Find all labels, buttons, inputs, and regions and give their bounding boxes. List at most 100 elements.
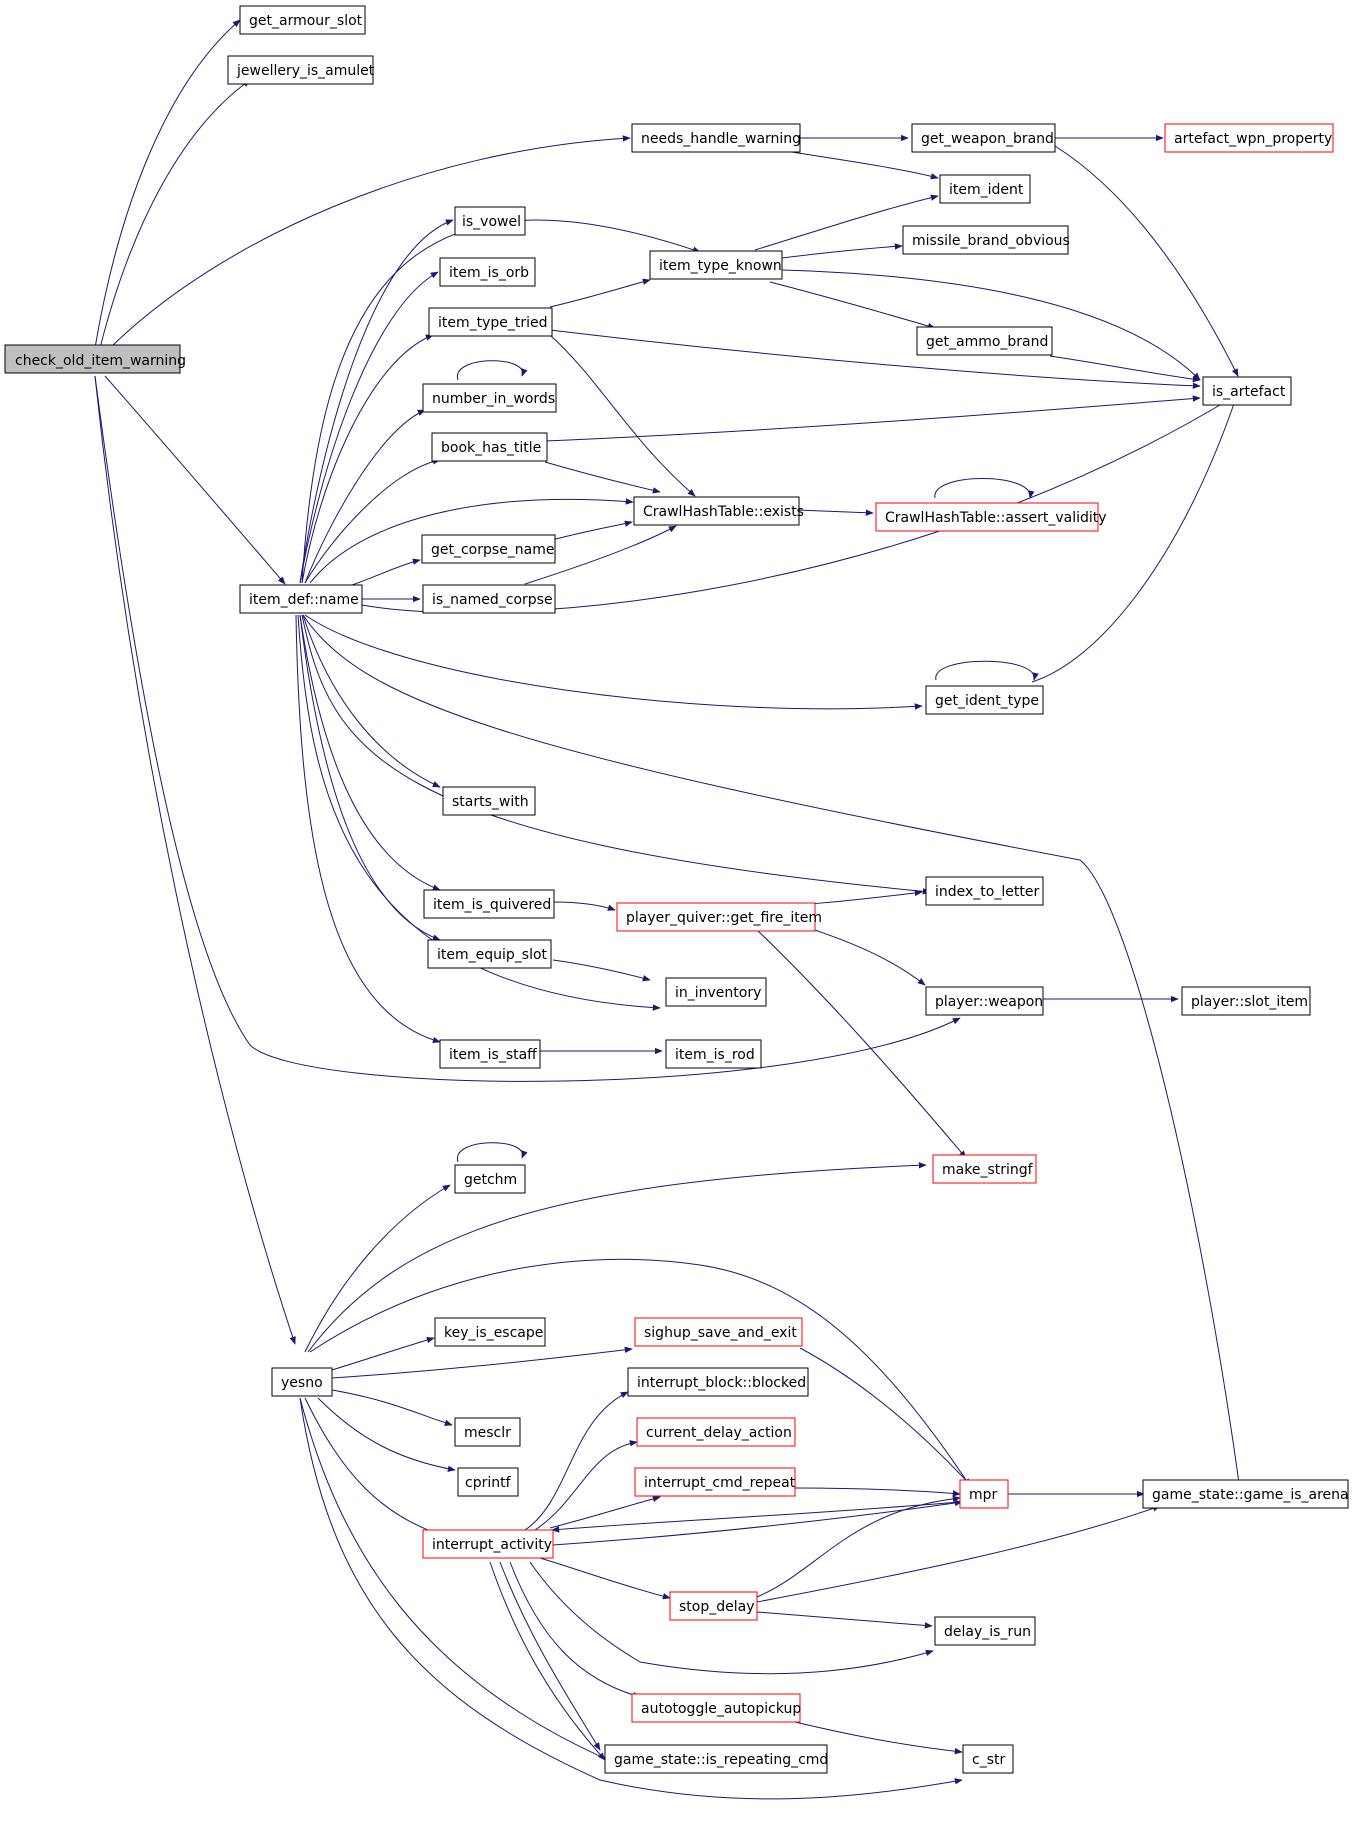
svg-text:player::weapon: player::weapon [935,994,1043,1010]
edge [301,334,434,584]
edge [1049,355,1201,383]
node-starts-with[interactable]: starts_with [442,786,536,816]
node-is-vowel[interactable]: is_vowel [454,206,526,236]
edge [552,901,616,911]
edge [331,1346,633,1379]
node-get-ammo-brand[interactable]: get_ammo_brand [916,326,1053,356]
edge [509,1561,641,1699]
node-game-state-game-is-arena[interactable]: game_state::game_is_arena [1142,1479,1349,1509]
edge [331,1389,453,1426]
node-autotoggle-autopickup[interactable]: autotoggle_autopickup [631,1693,801,1723]
node-sighup-save-and-exit[interactable]: sighup_save_and_exit [634,1317,803,1347]
node-item-equip-slot[interactable]: item_equip_slot [427,939,552,969]
svg-text:artefact_wpn_property: artefact_wpn_property [1174,131,1332,147]
node-item-is-rod[interactable]: item_is_rod [665,1039,762,1069]
svg-text:check_old_item_warning: check_old_item_warning [15,353,186,369]
node-item-def-name[interactable]: item_def::name [239,584,363,614]
svg-text:number_in_words: number_in_words [432,391,555,407]
node-crawlhashtable-assert-validity[interactable]: CrawlHashTable::assert_validity [875,502,1107,532]
node-missile-brand-obvious[interactable]: missile_brand_obvious [902,225,1070,255]
node-crawlhashtable-exists[interactable]: CrawlHashTable::exists [633,496,804,526]
node-player-slot-item[interactable]: player::slot_item [1181,986,1311,1016]
svg-text:item_is_orb: item_is_orb [449,265,529,281]
node-get-weapon-brand[interactable]: get_weapon_brand [911,123,1056,153]
node-artefact-wpn-property[interactable]: artefact_wpn_property [1164,123,1334,153]
svg-text:get_ammo_brand: get_ammo_brand [926,334,1048,350]
edge [781,269,1201,381]
node-is-named-corpse[interactable]: is_named_corpse [422,584,556,614]
node-get-ident-type[interactable]: get_ident_type [925,685,1044,715]
node-is-artefact[interactable]: is_artefact [1202,376,1292,406]
node-player-quiver-get-fire-item[interactable]: player_quiver::get_fire_item [616,902,822,932]
svg-text:player_quiver::get_fire_item: player_quiver::get_fire_item [626,910,822,926]
edge [549,334,696,497]
node-stop-delay[interactable]: stop_delay [669,1591,758,1621]
edges [94,19,1243,1800]
edge [799,1347,976,1491]
svg-text:CrawlHashTable::assert_validit: CrawlHashTable::assert_validity [885,510,1107,526]
node-key-is-escape[interactable]: key_is_escape [434,1317,546,1347]
edge [524,525,677,585]
svg-text:stop_delay: stop_delay [679,1599,755,1615]
edge [489,1561,606,1761]
svg-text:starts_with: starts_with [452,794,529,810]
edge [1031,397,1237,683]
node-book-has-title[interactable]: book_has_title [431,432,548,462]
node-needs-handle-warning[interactable]: needs_handle_warning [631,123,801,153]
svg-text:current_delay_action: current_delay_action [646,1425,792,1441]
edge [534,1440,638,1531]
node-mesclr[interactable]: mesclr [454,1417,521,1447]
node-interrupt-block-blocked[interactable]: interrupt_block::blocked [627,1367,809,1397]
node-number-in-words[interactable]: number_in_words [422,383,557,413]
node-interrupt-cmd-repeat[interactable]: interrupt_cmd_repeat [634,1467,796,1497]
edge [779,149,939,180]
node-item-is-staff[interactable]: item_is_staff [439,1039,541,1069]
node-item-is-orb[interactable]: item_is_orb [439,257,536,287]
svg-text:missile_brand_obvious: missile_brand_obvious [912,233,1070,249]
edge [302,614,1243,1491]
svg-text:in_inventory: in_inventory [675,985,761,1001]
node-index-to-letter[interactable]: index_to_letter [925,876,1044,906]
edge [549,1495,661,1529]
node-getchm[interactable]: getchm [454,1164,526,1194]
edge [299,219,454,584]
node-check-old-item-warning[interactable]: check_old_item_warning [4,344,186,374]
edge [299,614,441,891]
node-item-ident[interactable]: item_ident [939,174,1031,204]
node-jewellery-is-amulet[interactable]: jewellery_is_amulet [227,55,375,85]
node-item-type-tried[interactable]: item_type_tried [428,307,553,337]
edge [299,1397,963,1800]
node-interrupt-activity[interactable]: interrupt_activity [422,1529,554,1559]
svg-text:get_ident_type: get_ident_type [935,693,1039,709]
node-get-corpse-name[interactable]: get_corpse_name [421,534,556,564]
node-current-delay-action[interactable]: current_delay_action [636,1417,796,1447]
svg-text:key_is_escape: key_is_escape [444,1325,543,1341]
node-get-armour-slot[interactable]: get_armour_slot [239,5,366,35]
node-mpr[interactable]: mpr [959,1479,1009,1509]
node-game-state-is-repeating-cmd[interactable]: game_state::is_repeating_cmd [604,1744,828,1774]
node-c-str[interactable]: c_str [962,1744,1014,1774]
edge [551,520,633,541]
svg-text:item_equip_slot: item_equip_slot [437,947,548,963]
node-make-stringf[interactable]: make_stringf [932,1154,1037,1184]
svg-text:game_state::is_repeating_cmd: game_state::is_repeating_cmd [614,1752,828,1768]
edge [297,614,661,1011]
node-item-is-quivered[interactable]: item_is_quivered [423,889,555,919]
svg-text:cprintf: cprintf [465,1475,512,1491]
svg-text:is_artefact: is_artefact [1212,384,1286,400]
edge [301,614,931,895]
node-in-inventory[interactable]: in_inventory [665,977,767,1007]
edge [457,1142,528,1163]
svg-text:autotoggle_autopickup: autotoggle_autopickup [641,1701,801,1717]
edge [457,360,528,381]
svg-text:c_str: c_str [972,1752,1005,1768]
node-player-weapon[interactable]: player::weapon [925,986,1044,1016]
node-yesno[interactable]: yesno [271,1367,333,1397]
edge [552,1499,963,1546]
node-cprintf[interactable]: cprintf [457,1467,519,1497]
edge [794,1487,961,1497]
node-item-type-known[interactable]: item_type_known [649,250,783,280]
edge [304,458,441,584]
node-delay-is-run[interactable]: delay_is_run [934,1616,1036,1646]
edge [781,243,903,259]
